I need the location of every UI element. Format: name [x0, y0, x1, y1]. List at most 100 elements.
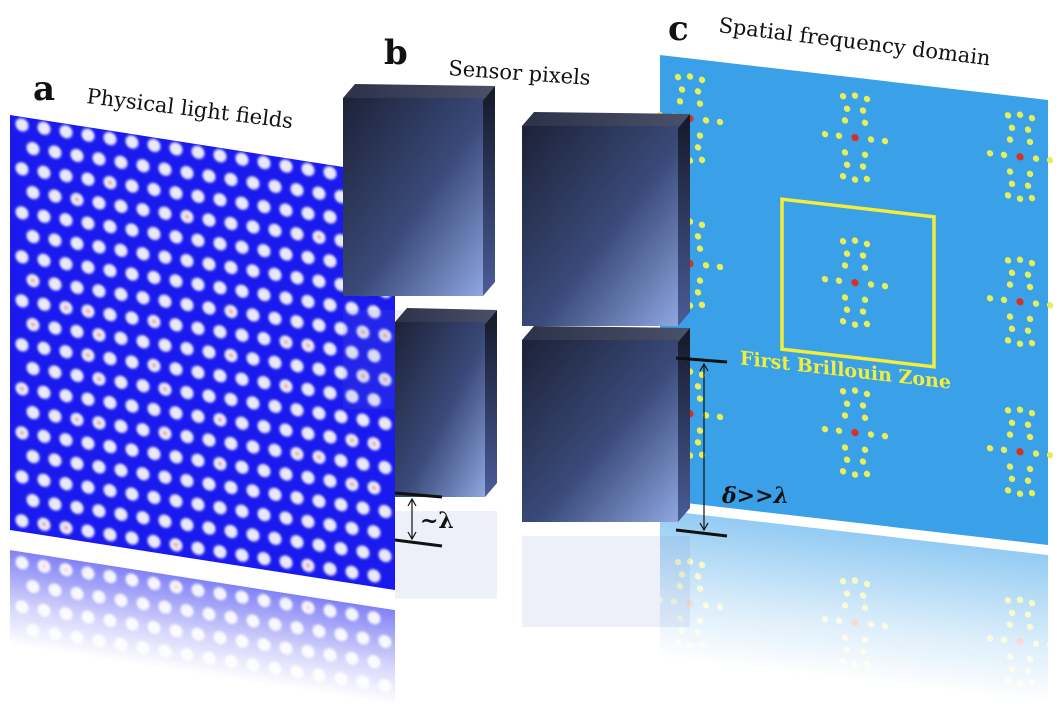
light-spot — [323, 342, 337, 356]
frequency-spot — [863, 95, 871, 103]
frequency-spot — [1008, 665, 1016, 673]
light-spot — [378, 504, 392, 519]
light-spot — [323, 166, 337, 180]
light-spot — [147, 270, 161, 285]
frequency-spot — [1008, 124, 1016, 132]
light-spot — [323, 518, 337, 532]
light-spot — [246, 440, 260, 454]
light-spot — [136, 641, 150, 655]
light-spot — [268, 267, 282, 281]
light-spot — [125, 573, 139, 587]
frequency-spot — [861, 151, 869, 159]
light-spot — [334, 542, 348, 556]
frequency-spot — [841, 444, 849, 451]
frequency-peak — [851, 618, 859, 627]
intensity-peak — [107, 180, 113, 185]
light-spot — [15, 556, 29, 570]
light-spot — [59, 345, 73, 359]
brillouin-zone-box — [780, 197, 936, 369]
light-spot — [312, 186, 326, 200]
light-spot — [235, 372, 249, 386]
frequency-spot — [861, 414, 869, 422]
frequency-spot — [698, 561, 706, 569]
light-spot — [136, 467, 150, 481]
light-spot — [81, 524, 95, 538]
frequency-spot — [861, 446, 869, 454]
intensity-peak — [151, 363, 157, 368]
light-spot — [147, 490, 161, 505]
light-spot — [312, 538, 326, 552]
panel-b-title: Sensor pixels — [448, 56, 592, 90]
frequency-spot — [986, 445, 994, 452]
light-spot — [235, 240, 249, 254]
frequency-spot — [835, 132, 843, 139]
light-spot — [213, 631, 227, 645]
frequency-spot — [716, 263, 724, 271]
light-spot — [312, 668, 326, 682]
frequency-spot — [1024, 182, 1032, 189]
intensity-peak — [349, 482, 355, 487]
intensity-peak — [184, 214, 190, 219]
frequency-peak — [851, 278, 859, 287]
light-spot — [125, 355, 139, 369]
frequency-spot — [843, 161, 851, 168]
light-spot — [301, 162, 315, 177]
light-spot — [169, 362, 183, 376]
frequency-spot — [861, 119, 869, 127]
light-spot — [59, 477, 73, 491]
frequency-spot — [1026, 465, 1034, 473]
light-spot — [70, 280, 84, 295]
light-spot — [268, 617, 282, 631]
frequency-spot — [1000, 296, 1008, 304]
light-spot — [125, 487, 139, 501]
frequency-spot — [1032, 300, 1040, 307]
light-spot — [279, 641, 293, 655]
light-spot — [147, 226, 161, 241]
intensity-peak — [30, 322, 36, 327]
light-spot — [103, 132, 117, 146]
frequency-spot — [841, 294, 849, 301]
light-spot — [48, 365, 62, 379]
light-spot — [345, 565, 359, 579]
frequency-spot — [861, 636, 869, 644]
light-spot — [224, 436, 238, 451]
pixel-front-face — [522, 340, 678, 522]
intensity-peak — [294, 451, 300, 456]
light-spot — [246, 264, 260, 278]
light-spot — [268, 443, 282, 457]
frequency-spot — [851, 577, 859, 584]
light-spot — [92, 240, 106, 254]
frequency-spot — [1026, 138, 1034, 146]
panel-a-light-field — [10, 115, 395, 591]
frequency-spot — [843, 646, 851, 653]
light-spot — [158, 162, 172, 176]
light-spot — [268, 355, 282, 369]
frequency-spot — [881, 282, 889, 290]
light-spot — [279, 555, 293, 569]
frequency-spot — [821, 275, 829, 283]
frequency-spot — [696, 277, 704, 284]
light-spot — [191, 277, 205, 291]
light-spot — [180, 342, 194, 356]
light-spot — [70, 148, 84, 163]
light-spot — [257, 332, 271, 346]
frequency-spot — [863, 320, 871, 328]
frequency-spot — [1016, 195, 1024, 202]
light-spot — [345, 301, 359, 315]
intensity-peak — [96, 332, 102, 338]
frequency-spot — [841, 149, 849, 156]
frequency-spot — [839, 173, 847, 180]
frequency-spot — [1006, 313, 1014, 320]
light-spot — [147, 182, 161, 197]
light-spot — [312, 274, 326, 288]
light-spot — [158, 338, 172, 352]
light-spot — [246, 352, 260, 366]
light-spot — [158, 250, 172, 264]
frequency-spot — [1016, 340, 1024, 347]
frequency-spot — [716, 413, 724, 421]
light-spot — [103, 484, 117, 498]
frequency-spot — [676, 615, 684, 622]
light-spot — [114, 593, 128, 607]
light-spot — [26, 362, 40, 376]
light-spot — [334, 366, 348, 380]
